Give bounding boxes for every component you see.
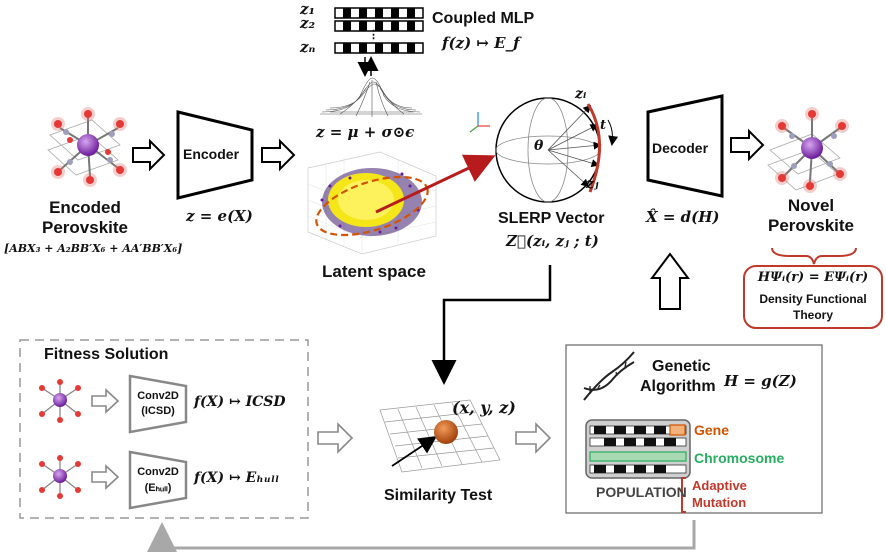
arrow-slerp-to-similarity <box>431 265 552 385</box>
arrow-fitness-to-similarity <box>317 422 354 454</box>
fitness-solution-box <box>19 339 309 519</box>
conv2d-ehull-block <box>128 450 188 510</box>
arrow-similarity-to-ga <box>515 422 552 454</box>
input-title-line1: Encoded <box>49 198 121 217</box>
feedback-loop-arrow <box>147 520 696 552</box>
input-title-line2: Perovskite <box>42 218 128 237</box>
mlp-bars <box>334 7 424 54</box>
decoder-label: Decoder <box>652 140 709 156</box>
slerp-t: t <box>600 118 607 133</box>
similarity-grid <box>379 399 501 473</box>
encoder-formula: z = e(X) <box>186 207 253 225</box>
output-title-line1: Novel <box>787 196 835 215</box>
mlp-title: Coupled MLP <box>432 10 535 27</box>
output-title-line2: Perovskite <box>768 216 854 235</box>
fitness-crystal-2 <box>39 455 81 499</box>
output-crystal-structure <box>767 107 849 193</box>
conv1-line2: (ICSD) <box>141 405 175 417</box>
ga-title-line1: Genetic <box>652 358 711 375</box>
similarity-label: Similarity Test <box>384 487 493 504</box>
arrow-encoder-latent <box>261 138 296 172</box>
dft-formula: HΨᵢ(r) = EΨᵢ(r) <box>757 270 869 285</box>
dft-brace <box>771 247 857 265</box>
mlp-z1-label: z₁ <box>300 0 316 18</box>
decoder-block <box>646 94 724 198</box>
encoder-label: Encoder <box>183 146 240 162</box>
ga-formula: H = g(Z) <box>724 372 797 390</box>
population-container <box>585 419 691 479</box>
arrow-decoder-output <box>730 128 765 162</box>
dft-line2: Theory <box>792 308 833 322</box>
dft-line1: Density Functional <box>759 292 867 306</box>
slerp-theta: θ <box>534 138 544 154</box>
mlp-double-arrow <box>357 56 379 77</box>
fitness-hollow-arrows <box>91 388 552 490</box>
slerp-zi: zᵢ <box>575 86 587 102</box>
axis-gizmo <box>469 112 490 133</box>
encoder-block <box>176 110 254 200</box>
slerp-formula: Z⃗(zᵢ, zⱼ ; t) <box>506 232 599 250</box>
mlp-formula: f(z) ↦ E_f <box>442 34 520 52</box>
fitness-title: Fitness Solution <box>44 346 169 363</box>
slerp-sphere <box>495 97 619 203</box>
input-formula: [ABX₃ + A₂BB′X₆ + AA′BB′X₆] <box>4 242 183 255</box>
dft-box <box>743 265 883 329</box>
mutation-line2: Mutation <box>692 495 747 510</box>
hollow-arrows <box>132 128 765 310</box>
latent-space-plot <box>307 151 437 255</box>
similarity-vector <box>391 436 437 467</box>
arrow-input-encoder <box>132 138 166 172</box>
gene-label: Gene <box>694 422 730 438</box>
conv2-line2: (Eₕᵤₗₗ) <box>144 482 172 494</box>
conv1-line1: Conv2D <box>137 390 179 402</box>
slerp-label: SLERP Vector <box>498 210 605 227</box>
gaussian-surface <box>320 77 422 117</box>
arrow-ga-decoder <box>650 252 690 310</box>
dna-icon <box>583 351 635 401</box>
conv2-formula: f(X) ↦ Eₕᵤₗₗ <box>194 470 280 486</box>
chromosome-label: Chromosome <box>694 450 785 466</box>
latent-reparam-formula: z = μ + σ⊙ϵ <box>316 123 415 141</box>
conv1-formula: f(X) ↦ ICSD <box>194 394 286 410</box>
ga-title-line2: Algorithm <box>640 378 716 395</box>
mlp-z2-label: z₂ <box>300 14 316 32</box>
mutation-bracket <box>681 477 686 513</box>
slerp-zj: zⱼ <box>586 176 599 192</box>
decoder-formula: X̂ = d(H) <box>646 208 720 226</box>
red-arrow-latent-to-slerp <box>375 154 496 214</box>
similarity-coords: (x, y, z) <box>452 398 516 417</box>
mutation-line1: Adaptive <box>692 478 747 493</box>
conv2-line1: Conv2D <box>137 466 179 478</box>
mlp-zn-label: zₙ <box>300 38 316 56</box>
population-rows <box>589 424 687 474</box>
similarity-point <box>434 420 458 444</box>
population-label: POPULATION <box>596 484 687 500</box>
input-crystal-structure <box>47 107 127 187</box>
latent-space-label: Latent space <box>322 262 426 281</box>
fitness-crystal-1 <box>39 379 81 423</box>
mlp-dots: ⋮ <box>368 29 379 41</box>
conv2d-icsd-block <box>128 374 188 434</box>
